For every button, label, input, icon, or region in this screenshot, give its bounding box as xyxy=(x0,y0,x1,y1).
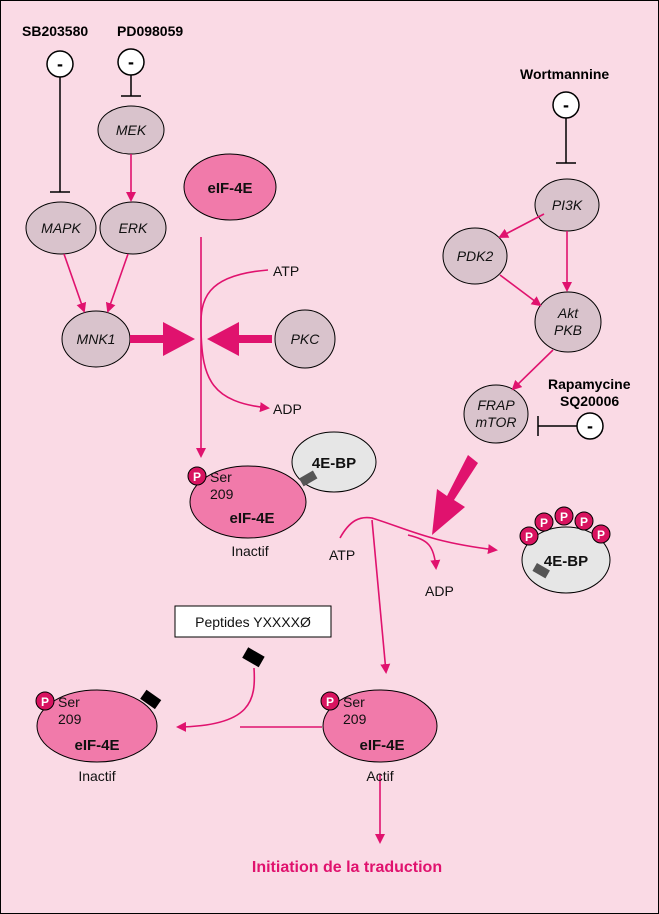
kinase-mnk1: MNK1 xyxy=(61,310,131,368)
kinase-pi3k: PI3K xyxy=(534,178,600,232)
svg-text:4E-BP: 4E-BP xyxy=(544,553,588,570)
svg-text:4E-BP: 4E-BP xyxy=(312,455,356,472)
eif4e-peptide-bound: P Ser 209 eIF-4E xyxy=(35,689,162,763)
adp-label-right: ADP xyxy=(425,583,454,599)
phospho-badge: P xyxy=(326,695,334,709)
kinase-mek: MEK xyxy=(97,105,165,155)
kinase-frap-mtor: FRAP mTOR xyxy=(463,384,529,444)
adp-label-left: ADP xyxy=(273,401,302,417)
svg-text:eIF-4E: eIF-4E xyxy=(207,180,252,197)
eif4e-bp-complex: 4E-BP P Ser 209 eIF-4E xyxy=(187,431,377,539)
peptides-box: Peptides YXXXXØ xyxy=(174,605,332,638)
eif4e-active: P Ser 209 eIF-4E xyxy=(320,689,438,763)
svg-text:Akt: Akt xyxy=(557,305,579,321)
signal-arrows xyxy=(63,154,572,844)
inhibition-lines xyxy=(50,75,577,436)
peptide-binding-arrow xyxy=(176,667,256,732)
svg-text:P: P xyxy=(597,528,605,542)
svg-text:MNK1: MNK1 xyxy=(77,331,116,347)
svg-text:PKC: PKC xyxy=(291,331,321,347)
ser-position: 209 xyxy=(58,711,82,727)
eif4e-label: eIF-4E xyxy=(229,510,274,527)
svg-text:mTOR: mTOR xyxy=(476,414,517,430)
phospho-4ebp: 4E-BP P P P P P xyxy=(519,506,611,594)
svg-text:PDK2: PDK2 xyxy=(457,248,494,264)
atp-label-left: ATP xyxy=(273,263,299,279)
translation-initiation-label: Initiation de la traduction xyxy=(252,859,442,876)
minus-badge-rapamycine: - xyxy=(576,412,604,440)
ser-position: 209 xyxy=(210,486,234,502)
svg-text:PI3K: PI3K xyxy=(552,197,583,213)
inhibitor-pd098059-label: PD098059 xyxy=(117,23,183,39)
minus-badge-wortmannine: - xyxy=(552,91,580,119)
kinase-pdk2: PDK2 xyxy=(442,227,508,285)
svg-text:P: P xyxy=(560,510,568,524)
ser-label: Ser xyxy=(58,694,80,710)
kinase-mapk: MAPK xyxy=(25,201,97,255)
minus-badge-pd: - xyxy=(117,48,145,76)
minus-sign: - xyxy=(587,416,593,436)
phospho-badge-cluster: P P P P P xyxy=(519,506,611,546)
minus-sign: - xyxy=(128,52,134,72)
state-inactif-top: Inactif xyxy=(231,543,268,559)
minus-sign: - xyxy=(563,95,569,115)
inhibitor-rapamycine-label: Rapamycine xyxy=(548,376,631,392)
atp-adp-curve-left xyxy=(200,269,270,413)
inhibitor-sq20006-label: SQ20006 xyxy=(560,393,619,409)
state-actif: Actif xyxy=(366,768,393,784)
kinase-akt-pkb: Akt PKB xyxy=(534,291,602,353)
kinase-erk: ERK xyxy=(99,201,167,255)
eif4e-free: eIF-4E xyxy=(183,153,277,221)
svg-text:FRAP: FRAP xyxy=(477,397,515,413)
phospho-badge: P xyxy=(41,695,49,709)
eif4e-label: eIF-4E xyxy=(74,737,119,754)
svg-text:MAPK: MAPK xyxy=(41,220,81,236)
adp-release-arrow xyxy=(407,534,441,570)
eif4e-label: eIF-4E xyxy=(359,737,404,754)
minus-badge-sb: - xyxy=(46,50,74,78)
inhibitor-wortmannine-label: Wortmannine xyxy=(520,66,609,82)
state-inactif-bottom: Inactif xyxy=(78,768,115,784)
ser-position: 209 xyxy=(343,711,367,727)
minus-sign: - xyxy=(57,54,63,74)
svg-text:MEK: MEK xyxy=(116,122,147,138)
phospho-badge: P xyxy=(193,470,201,484)
ser-label: Ser xyxy=(210,469,232,485)
ser-label: Ser xyxy=(343,694,365,710)
kinase-pkc: PKC xyxy=(274,309,336,369)
atp-label-right: ATP xyxy=(329,547,355,563)
thick-arrows xyxy=(130,322,478,535)
svg-text:P: P xyxy=(580,515,588,529)
svg-text:P: P xyxy=(540,516,548,530)
svg-text:P: P xyxy=(525,530,533,544)
svg-text:ERK: ERK xyxy=(119,220,148,236)
peptides-label: Peptides YXXXXØ xyxy=(195,614,311,630)
svg-text:PKB: PKB xyxy=(554,322,582,338)
inhibitor-sb203580-label: SB203580 xyxy=(22,23,88,39)
peptide-block xyxy=(242,647,265,668)
bp-phosphorylation-arrow xyxy=(339,516,498,554)
